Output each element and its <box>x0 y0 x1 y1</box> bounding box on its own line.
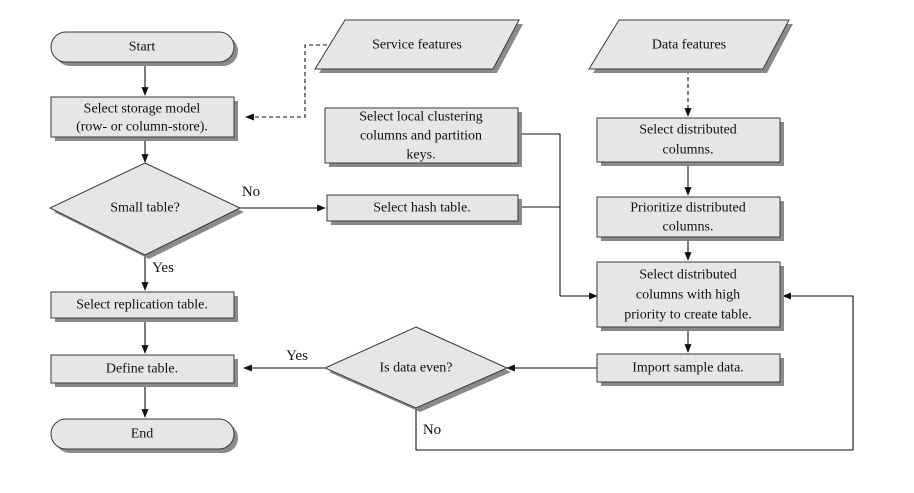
select-distributed-high-priority-process: Select distributed columns with high pri… <box>596 261 784 331</box>
import-sample-data-process: Import sample data. <box>596 353 784 386</box>
select-storage-model-line-1: Select storage model <box>84 102 201 117</box>
select-storage-model-process: Select storage model (row- or column-sto… <box>50 96 238 141</box>
edge-service-to-storage <box>245 44 327 121</box>
select-hash-table-label: Select hash table. <box>373 201 471 216</box>
edge-local-clustering-join <box>518 133 561 296</box>
select-distributed-high-priority-line-3: priority to create table. <box>624 308 752 323</box>
select-distributed-columns-process: Select distributed columns. <box>596 117 784 166</box>
define-table-process: Define table. <box>50 354 238 387</box>
small-table-yes-label: Yes <box>152 260 174 276</box>
select-replication-table-label: Select replication table. <box>76 298 208 313</box>
select-distributed-high-priority-line-2: columns with high <box>636 288 740 303</box>
start-terminal: Start <box>50 31 238 66</box>
small-table-no-label: No <box>242 184 260 200</box>
data-even-no-label: No <box>423 422 441 438</box>
service-features-label: Service features <box>372 38 462 53</box>
prioritize-distributed-columns-line-2: columns. <box>663 220 714 235</box>
select-replication-table-process: Select replication table. <box>50 291 238 322</box>
select-distributed-columns-line-1: Select distributed <box>639 123 737 138</box>
start-label: Start <box>129 40 156 55</box>
select-hash-table-process: Select hash table. <box>326 194 522 225</box>
small-table-decision: Small table? <box>48 162 244 259</box>
edge-data-even-no-loop <box>415 292 854 451</box>
is-data-even-label: Is data even? <box>379 361 452 376</box>
end-label: End <box>131 427 154 442</box>
data-features-label: Data features <box>652 38 726 53</box>
select-local-clustering-line-1: Select local clustering <box>359 110 483 125</box>
select-local-clustering-process: Select local clustering columns and part… <box>324 107 522 167</box>
select-storage-model-line-2: (row- or column-store). <box>76 120 208 135</box>
data-even-yes-label: Yes <box>286 348 308 364</box>
select-distributed-high-priority-line-1: Select distributed <box>639 268 737 283</box>
select-distributed-columns-line-2: columns. <box>663 143 714 158</box>
service-features-input: Service features <box>314 19 523 73</box>
small-table-label: Small table? <box>110 201 180 216</box>
prioritize-distributed-columns-line-1: Prioritize distributed <box>630 201 745 216</box>
is-data-even-decision: Is data even? <box>323 326 511 412</box>
end-terminal: End <box>50 418 238 453</box>
select-local-clustering-line-3: keys. <box>406 148 435 163</box>
prioritize-distributed-columns-process: Prioritize distributed columns. <box>596 196 784 241</box>
import-sample-data-label: Import sample data. <box>632 361 744 376</box>
data-features-input: Data features <box>588 19 793 73</box>
define-table-label: Define table. <box>106 362 178 377</box>
select-local-clustering-line-2: columns and partition <box>360 129 482 144</box>
edges <box>141 44 854 451</box>
